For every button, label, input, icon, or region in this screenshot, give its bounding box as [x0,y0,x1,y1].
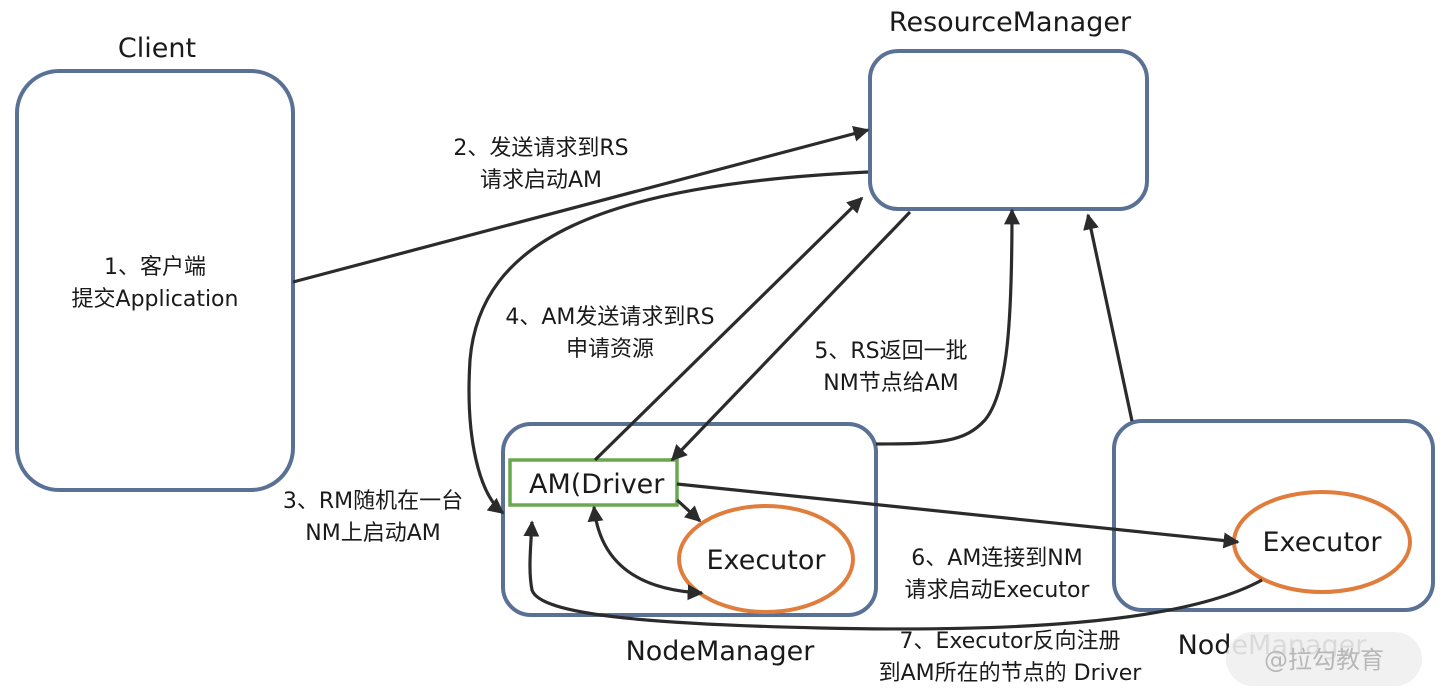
step-4-line2: 申请资源 [566,337,654,362]
step-3-line2: NM上启动AM [305,521,440,546]
executor-1-label: Executor [707,545,827,576]
arrow-executor-1-am [587,505,704,601]
step-5-line2: NM节点给AM [823,371,958,396]
client-box [15,69,295,492]
step-3-line1: 3、RM随机在一台 [283,489,463,514]
watermark-text: @拉勾教育 [1264,646,1384,674]
arrow-nm2-to-rm [1083,213,1134,422]
step-2-line2: 请求启动AM [480,168,602,193]
am-driver-box [508,458,679,507]
arrow-step-2 [292,125,870,284]
watermark-badge [1226,632,1422,686]
arrow-step-3 [467,170,869,515]
step-2-line1: 2、发送请求到RS [453,136,628,161]
arrow-step-5-response [670,210,912,462]
step-7-line1: 7、Executor反向注册 [900,629,1121,654]
arrow-step-5-nodes [875,208,1020,446]
step-5-line1: 5、RS返回一批 [814,339,967,364]
step-7-line2: 到AM所在的节点的 Driver [879,661,1143,686]
step-6-line1: 6、AM连接到NM [911,546,1082,571]
arrow-step-6 [676,482,1240,549]
node-manager-1-title: NodeManager [626,636,816,667]
resource-manager-title: ResourceManager [889,7,1132,38]
executor-2-label: Executor [1263,527,1383,558]
client-step-1-line2: 提交Application [72,287,239,312]
resource-manager-box [868,49,1149,211]
client-title: Client [118,33,196,64]
client-step-1-line1: 1、客户端 [104,255,206,280]
step-4-line1: 4、AM发送请求到RS [505,305,714,330]
step-6-line2: 请求启动Executor [905,578,1091,603]
arrow-step-4 [593,196,864,462]
am-driver-label: AM(Driver [529,469,665,500]
arrow-step-7 [523,520,1263,631]
